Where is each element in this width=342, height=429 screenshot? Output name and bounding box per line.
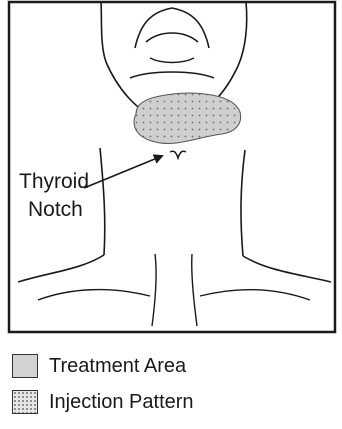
notch-arrow: [84, 156, 162, 188]
collarbone-right: [200, 290, 310, 300]
figure-frame: [9, 2, 335, 332]
notch-label: Notch: [28, 198, 83, 222]
sternum-left: [152, 254, 156, 326]
chin-crease: [150, 58, 194, 63]
neck-right: [241, 150, 245, 256]
injection-pattern-swatch: [12, 390, 38, 414]
neck-left: [100, 148, 105, 255]
collarbone-left: [38, 290, 150, 300]
legend-treatment-area: Treatment Area: [49, 354, 186, 378]
sternum-right: [192, 254, 197, 326]
shoulder-right: [243, 256, 331, 282]
legend-injection-pattern: Injection Pattern: [49, 390, 194, 414]
treatment-area-swatch: [12, 354, 38, 378]
injection-pattern: [134, 93, 241, 143]
shoulder-left: [18, 255, 104, 282]
thyroid-notch: [170, 151, 186, 158]
chin-lip-line: [146, 33, 198, 42]
under-chin-line: [130, 72, 214, 78]
thyroid-label: Thyroid: [19, 170, 89, 194]
